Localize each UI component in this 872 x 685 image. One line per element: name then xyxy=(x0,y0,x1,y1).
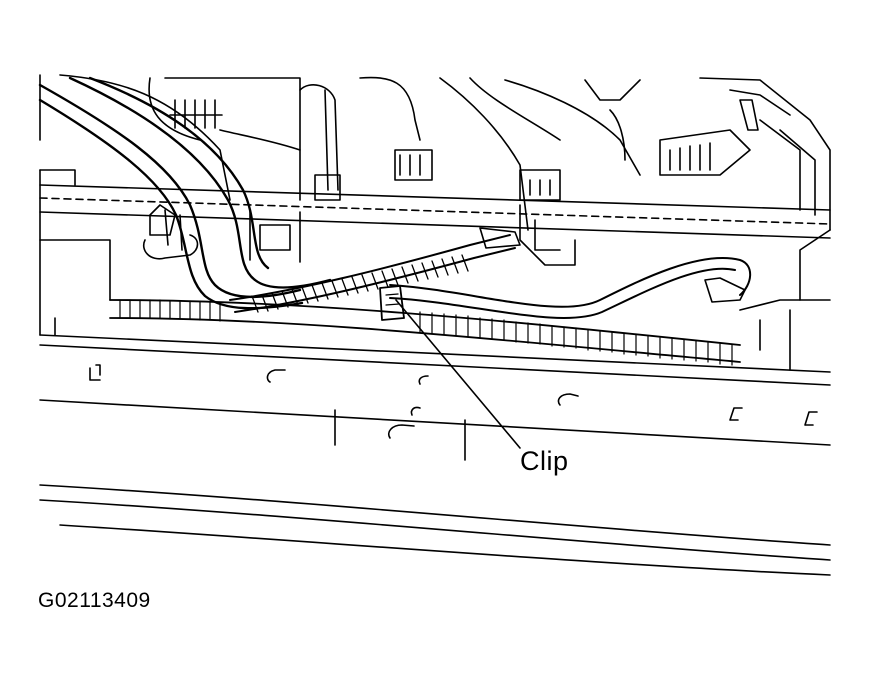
clip-leader-line xyxy=(395,299,521,449)
lower-frame xyxy=(39,169,831,576)
crossmember xyxy=(39,184,831,266)
clip-label: Clip xyxy=(520,446,569,476)
wire-harness xyxy=(109,227,752,366)
figure-code: G02113409 xyxy=(38,589,151,612)
engine-bay-background xyxy=(39,74,831,231)
frame-holes xyxy=(89,364,818,439)
upper-hoses xyxy=(38,76,332,310)
